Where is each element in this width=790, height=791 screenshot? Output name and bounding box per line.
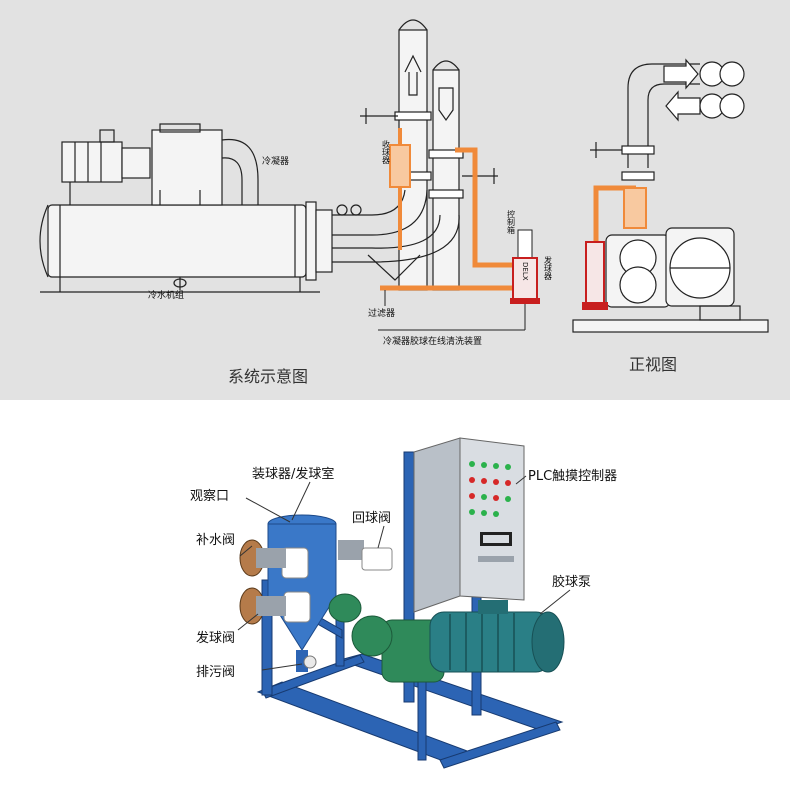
plc-cabinet	[413, 437, 525, 613]
label-filter: 过滤器	[368, 307, 395, 319]
caption-front: 正视图	[629, 355, 677, 374]
label-makeup-valve: 补水阀	[196, 533, 235, 548]
label-ball-launcher: 发球器	[544, 255, 553, 281]
label-nameplate: DELX	[521, 262, 529, 281]
front-view-orange	[582, 185, 647, 310]
equipment-panel: 装球器/发球室 观察口 回球阀 补水阀 发球阀 排污阀 PLC触摸控制器 胶球泵	[0, 400, 790, 787]
label-ball-chamber: 装球器/发球室	[252, 466, 334, 482]
label-return-valve: 回球阀	[352, 511, 391, 526]
chiller-drawing	[39, 123, 333, 293]
label-drain-valve: 排污阀	[196, 665, 235, 680]
diagram-background	[0, 0, 790, 400]
system-diagram-svg: 冷凝器 冷水机组 收球器 控制箱 发球器 DELX 过滤器 冷凝器胶球在线清洗装…	[0, 0, 790, 400]
label-control-box: 控制箱	[507, 209, 516, 235]
equipment-svg: 装球器/发球室 观察口 回球阀 补水阀 发球阀 排污阀 PLC触摸控制器 胶球泵	[190, 437, 617, 769]
label-plc: PLC触摸控制器	[528, 469, 617, 484]
pump-motor	[351, 600, 565, 683]
label-launch-valve: 发球阀	[196, 630, 235, 646]
launcher-drawing	[378, 229, 540, 331]
label-condenser: 冷凝器	[262, 155, 289, 167]
label-chiller: 冷水机组	[148, 289, 184, 301]
label-cleaning-device: 冷凝器胶球在线清洗装置	[383, 335, 482, 347]
label-observation-port: 观察口	[190, 489, 229, 504]
label-ball-collector: 收球器	[382, 139, 391, 165]
indicator-lights	[469, 461, 511, 517]
label-pump: 胶球泵	[552, 574, 591, 590]
orange-pipes	[380, 128, 518, 291]
caption-system: 系统示意图	[228, 367, 308, 386]
front-view-drawing	[572, 58, 769, 333]
system-diagram-panel: 冷凝器 冷水机组 收球器 控制箱 发球器 DELX 过滤器 冷凝器胶球在线清洗装…	[0, 0, 790, 400]
leader-lines	[237, 475, 571, 671]
valves	[239, 539, 393, 625]
